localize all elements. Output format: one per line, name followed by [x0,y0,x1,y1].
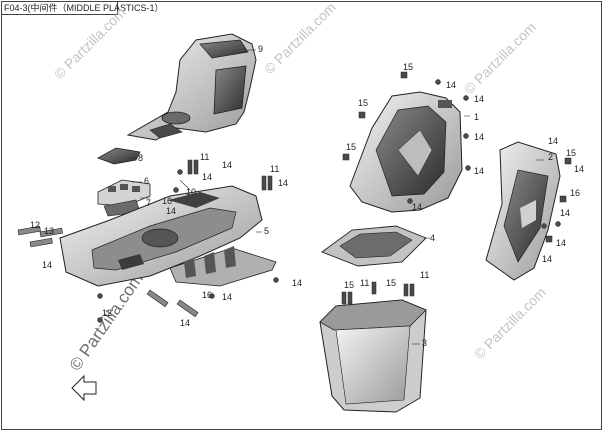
callout-11c[interactable]: 11 [360,278,369,288]
callout-8[interactable]: 8 [138,153,143,163]
part-3-storage-box[interactable] [319,299,427,413]
watermark-2: © Partzilla.com [261,0,339,77]
diagram-code-suffix: (中间件（MIDDLE PLASTICS-1） [27,3,164,13]
callout-12b[interactable]: 13 [44,226,54,236]
callout-3[interactable]: 3 [422,338,427,348]
callout-14m[interactable]: 14 [574,164,584,174]
callout-5[interactable]: 5 [264,226,269,236]
callout-14c[interactable]: 14 [278,178,288,188]
callout-14j[interactable]: 14 [474,166,484,176]
callout-14e[interactable]: 14 [292,278,302,288]
callout-14d[interactable]: 14 [166,206,176,216]
callout-15e[interactable]: 16 [570,188,580,198]
callout-15c[interactable]: 15 [346,142,356,152]
callout-11d[interactable]: 11 [420,270,429,280]
watermark-4: © Partzilla.com [471,284,549,362]
diagram-code-label: F04-3(中间件（MIDDLE PLASTICS-1） [1,1,164,15]
callouts: 9 8 6 7 10 11 14 14 11 14 16 14 5 12 13 … [30,44,584,348]
callout-14h[interactable]: 14 [474,94,484,104]
callout-14l[interactable]: 14 [548,136,558,146]
callout-14i[interactable]: 14 [474,132,484,142]
callout-14g[interactable]: 14 [446,80,456,90]
part-12-screws [17,225,199,318]
part-8-small-cover[interactable] [97,147,141,165]
callout-11a[interactable]: 11 [200,152,209,162]
watermark-1: © Partzilla.com [51,4,129,82]
callout-4[interactable]: 4 [430,233,435,243]
callout-1[interactable]: 1 [474,112,479,122]
part-mounting-rail[interactable] [169,246,277,287]
callout-15b[interactable]: 15 [358,98,368,108]
callout-14p[interactable]: 14 [542,254,552,264]
callout-15a[interactable]: 15 [403,62,413,72]
callout-14o[interactable]: 14 [556,238,566,248]
callout-15d[interactable]: 15 [566,148,576,158]
callout-12d[interactable]: 14 [180,318,190,328]
callout-14k[interactable]: 14 [412,202,422,212]
part-1-side-panel[interactable] [349,91,463,213]
callout-6[interactable]: 6 [144,176,149,186]
leader-lines [128,49,544,345]
callout-14b[interactable]: 14 [202,172,212,182]
callout-16[interactable]: 16 [162,196,172,206]
callout-10[interactable]: 10 [186,187,196,197]
front-arrow-icon [71,374,97,402]
part-4-tray-lid[interactable] [321,225,427,267]
watermark-5: © Partzilla.com [66,270,147,375]
callout-13[interactable]: 12 [102,308,112,318]
fasteners [97,71,572,323]
callout-11b[interactable]: 11 [270,164,279,174]
callout-14r[interactable]: 15 [344,280,354,290]
diagram-code: F04-3 [4,3,28,13]
callout-14n[interactable]: 14 [560,208,570,218]
callout-14q[interactable]: 15 [386,278,396,288]
part-9-console-cover[interactable] [126,33,257,141]
watermark-3: © Partzilla.com [461,19,539,97]
callout-2[interactable]: 2 [548,152,553,162]
callout-12a[interactable]: 12 [30,220,40,230]
part-2-side-panel[interactable] [485,141,561,281]
callout-12c[interactable]: 14 [42,260,52,270]
callout-9[interactable]: 9 [258,44,263,54]
callout-7[interactable]: 7 [146,198,151,208]
callout-16b[interactable]: 16 [202,290,212,300]
part-5-center-tunnel[interactable] [59,185,263,287]
callout-14a[interactable]: 14 [222,160,232,170]
callout-14f[interactable]: 14 [222,292,232,302]
part-6-switch-panel[interactable] [97,179,151,207]
